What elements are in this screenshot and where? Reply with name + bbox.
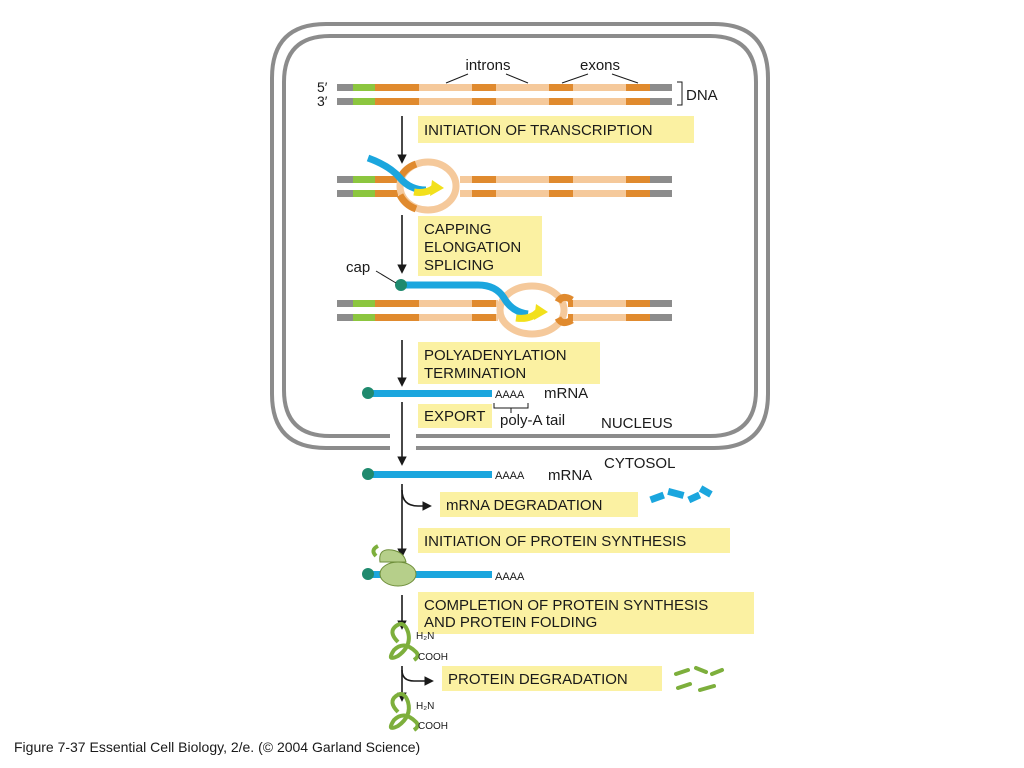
poly-a-sequence: AAAA <box>495 470 525 482</box>
step-capping-elongation-splicing: CAPPING ELONGATION SPLICING <box>418 216 542 276</box>
step-completion-of-protein-synthesis: COMPLETION OF PROTEIN SYNTHESIS AND PROT… <box>418 592 754 634</box>
carboxyl-terminus-label: COOH <box>418 721 448 732</box>
step-arrows <box>397 116 434 702</box>
label-pointer-lines <box>445 73 683 106</box>
introns-label: introns <box>465 57 510 74</box>
cytosol-label: CYTOSOL <box>604 455 675 472</box>
five-prime-label: 5′ <box>317 79 328 95</box>
step-initiation-of-transcription: INITIATION OF TRANSCRIPTION <box>418 116 694 143</box>
step-label: COMPLETION OF PROTEIN SYNTHESIS <box>424 597 708 614</box>
nucleus-label: NUCLEUS <box>601 415 673 432</box>
amino-terminus-label: H₂N <box>416 631 434 642</box>
carboxyl-terminus-label: COOH <box>418 652 448 663</box>
step-label: EXPORT <box>424 408 485 425</box>
poly-a-sequence: AAAA <box>495 389 525 401</box>
ribosome-translation <box>362 544 492 587</box>
poly-a-tail-label: poly-A tail <box>500 412 565 429</box>
cap-label: cap <box>346 259 370 276</box>
degraded-mrna-fragments <box>649 485 713 504</box>
step-label: TERMINATION <box>424 365 526 382</box>
amino-terminus-label: H₂N <box>416 701 434 712</box>
mrna-cytosolic <box>362 468 492 480</box>
cap-pointer <box>375 270 397 284</box>
nucleus-envelope <box>270 22 770 450</box>
step-initiation-of-protein-synthesis: INITIATION OF PROTEIN SYNTHESIS <box>418 528 730 553</box>
step-label: AND PROTEIN FOLDING <box>424 614 597 631</box>
three-prime-label: 3′ <box>317 93 328 109</box>
dna-label: DNA <box>686 87 718 104</box>
step-mrna-degradation: mRNA DEGRADATION <box>440 492 638 517</box>
step-label: INITIATION OF TRANSCRIPTION <box>424 122 653 139</box>
dna-double-helix-1 <box>337 84 672 105</box>
exons-label: exons <box>580 57 620 74</box>
step-label: mRNA DEGRADATION <box>446 497 602 514</box>
step-label: SPLICING <box>424 257 494 274</box>
folded-protein-1 <box>388 622 420 662</box>
mrna-nuclear <box>362 387 529 413</box>
mrna-label-cytosol: mRNA <box>548 467 592 484</box>
step-export: EXPORT <box>418 404 492 428</box>
step-label: POLYADENYLATION <box>424 347 567 364</box>
step-label: ELONGATION <box>424 239 521 256</box>
step-label: PROTEIN DEGRADATION <box>448 671 628 688</box>
dna-transcription-bubble-2 <box>337 279 672 338</box>
mrna-label-nuclear: mRNA <box>544 385 588 402</box>
step-polyadenylation-termination: POLYADENYLATION TERMINATION <box>418 342 600 384</box>
step-label: INITIATION OF PROTEIN SYNTHESIS <box>424 533 686 550</box>
step-label: CAPPING <box>424 221 492 238</box>
figure-caption: Figure 7-37 Essential Cell Biology, 2/e.… <box>14 739 420 755</box>
poly-a-sequence: AAAA <box>495 571 525 583</box>
step-protein-degradation: PROTEIN DEGRADATION <box>442 666 662 691</box>
dna-transcription-bubble-1 <box>337 154 672 214</box>
degraded-protein-fragments <box>674 666 724 692</box>
folded-protein-2 <box>388 692 420 732</box>
